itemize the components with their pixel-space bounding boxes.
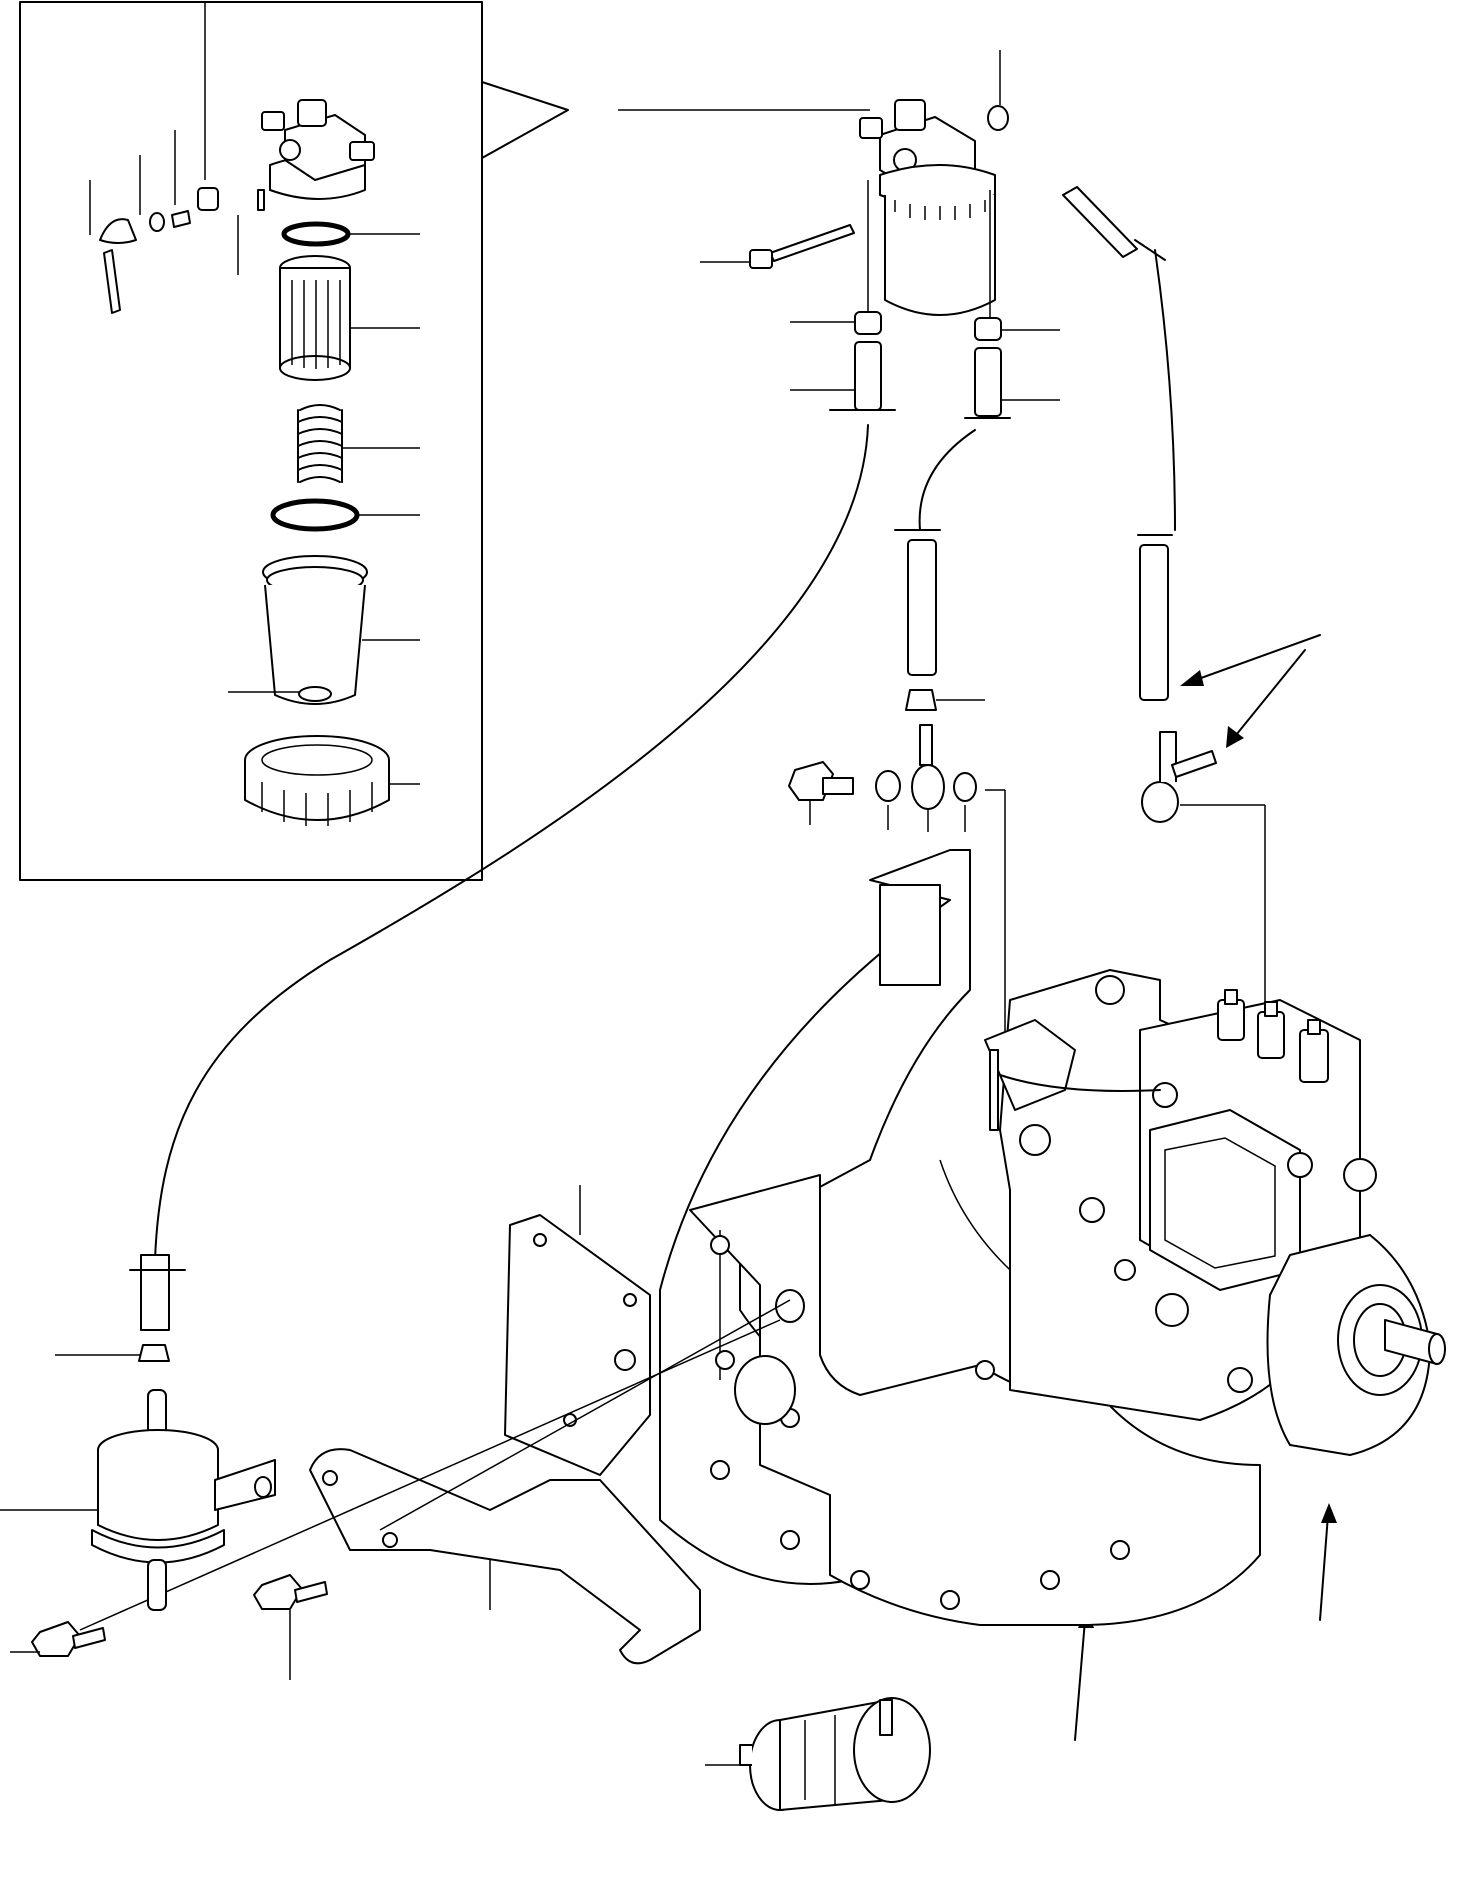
fuel-injection-pump xyxy=(984,969,1446,1456)
ring-nut xyxy=(244,735,390,826)
spring xyxy=(297,404,343,483)
fuel-filter-assembly xyxy=(618,50,1009,320)
drain-plug-parts xyxy=(99,187,265,314)
mounting-bracket xyxy=(10,1185,791,1680)
fuel-hose-left xyxy=(154,424,869,1261)
banjo-fittings xyxy=(788,724,1266,1160)
filter-bowl xyxy=(262,555,368,705)
return-hose-top xyxy=(1062,186,1176,531)
fuel-strainer xyxy=(0,1254,276,1611)
o-ring-large xyxy=(270,498,360,532)
hose-segments xyxy=(894,529,1173,711)
gear-housing xyxy=(659,849,1261,1626)
filter-outlet-hoses xyxy=(790,311,1060,419)
fuel-pump-feed xyxy=(705,1697,931,1811)
filter-head-detail xyxy=(261,99,375,200)
fuel-filter-detail-box xyxy=(19,1,569,881)
filter-element xyxy=(279,255,351,381)
fuel-hose-mid xyxy=(918,429,976,531)
o-ring-small xyxy=(281,221,351,247)
detail-leaders xyxy=(89,2,420,785)
